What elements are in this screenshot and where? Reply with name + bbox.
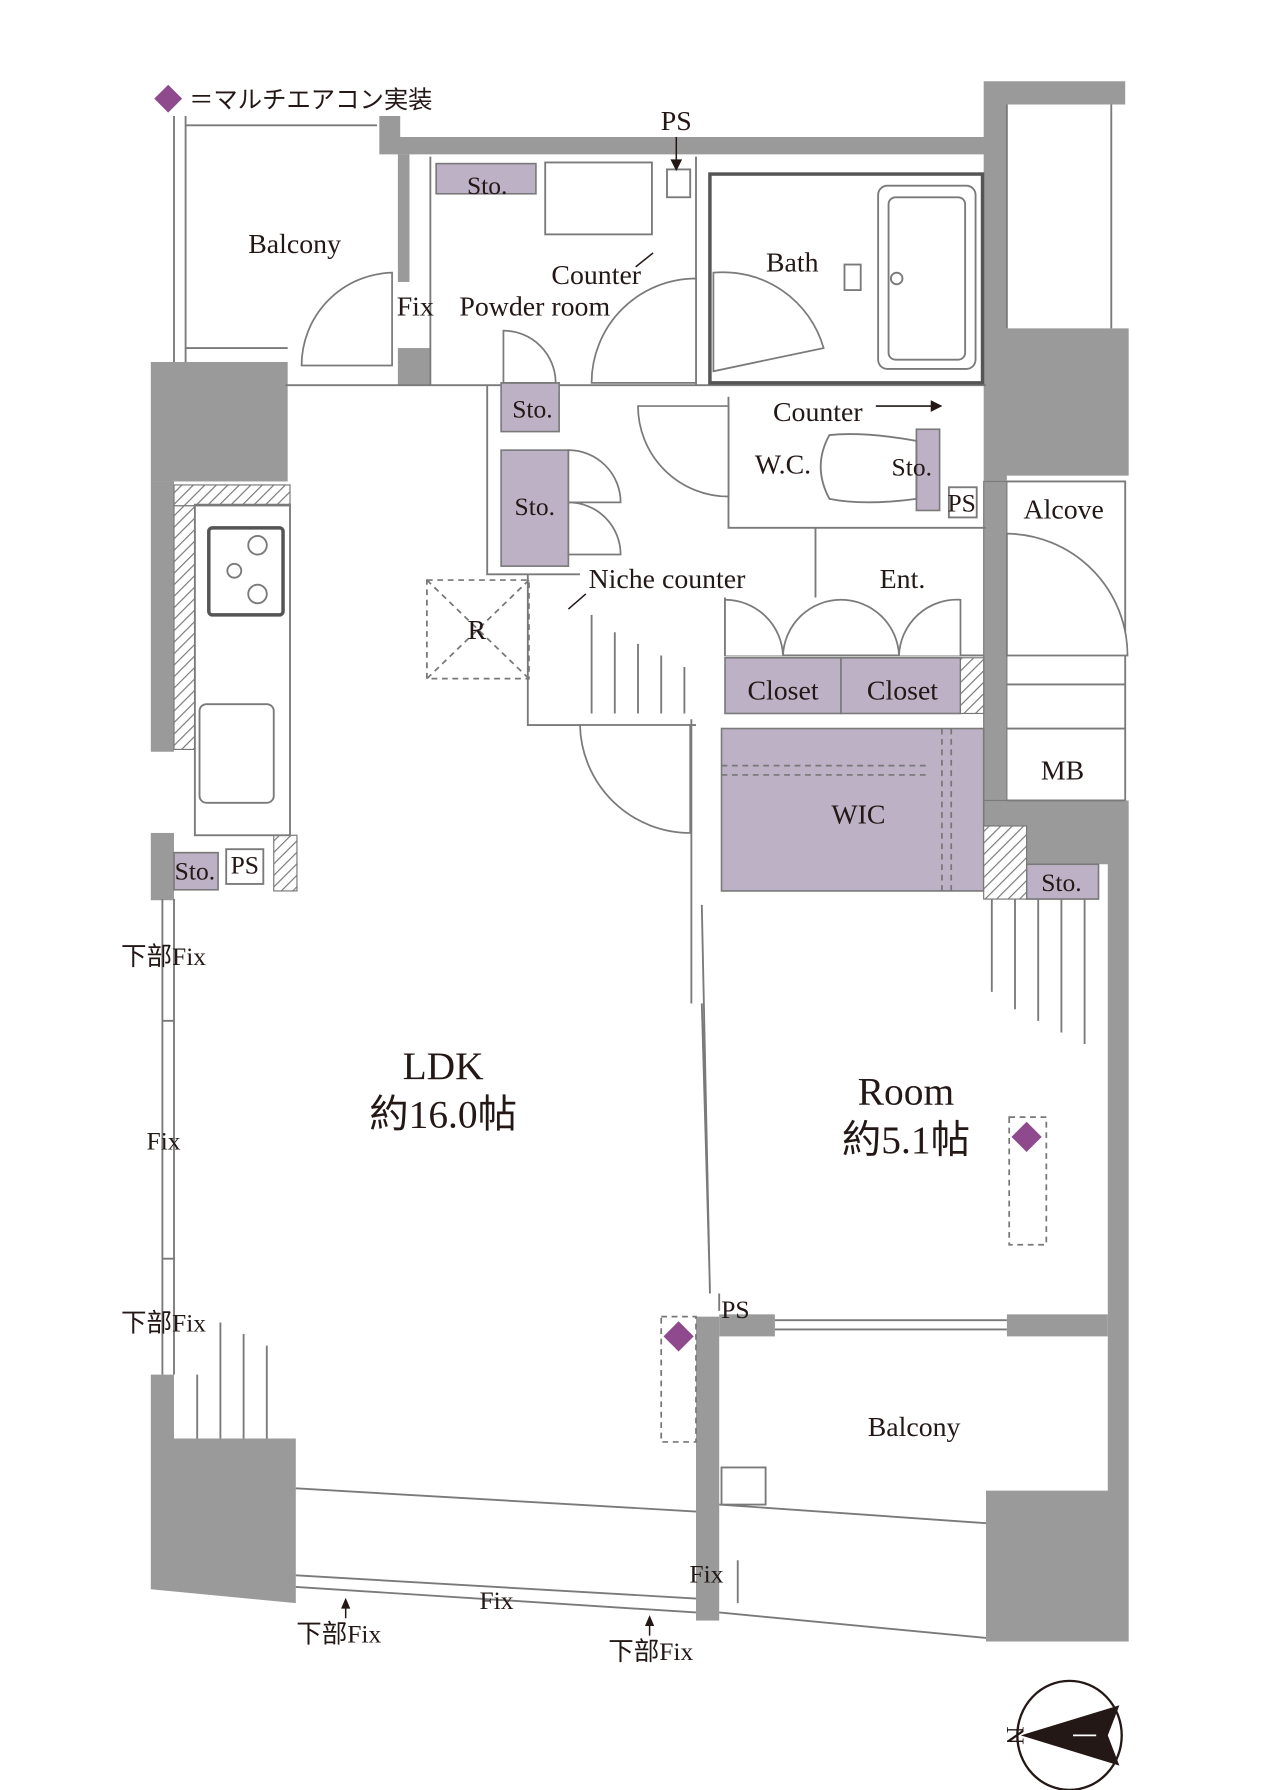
label-sto-wc: Sto. — [892, 453, 932, 482]
label-sto-hall2: Sto. — [515, 492, 555, 521]
label-lower-fix-left2: 下部Fix — [121, 1309, 206, 1338]
doors — [300, 271, 1129, 834]
refrigerator-space — [426, 579, 530, 680]
label-sto-powder: Sto. — [467, 171, 507, 200]
toilet-icon — [819, 433, 918, 504]
walls — [150, 81, 1129, 1642]
diamond-icon — [663, 1321, 694, 1352]
label-mb: MB — [1041, 756, 1084, 787]
compass: N — [1001, 1679, 1123, 1790]
label-alcove: Alcove — [1024, 495, 1104, 526]
label-lower-fix-bottom2: 下部Fix — [608, 1637, 693, 1666]
sink-icon — [198, 703, 275, 804]
label-ps-kitchen: PS — [231, 851, 259, 880]
kitchen-counter — [193, 503, 291, 837]
label-ps-top: PS — [661, 106, 692, 137]
bathtub — [877, 184, 977, 370]
label-counter-powder: Counter — [551, 260, 641, 291]
label-room-size: 約5.1帖 — [842, 1118, 970, 1162]
label-lower-fix-left1: 下部Fix — [121, 942, 206, 971]
label-ps-balcony: PS — [721, 1295, 749, 1324]
washbasin — [544, 161, 653, 236]
label-wc: W.C. — [755, 449, 811, 480]
label-lower-fix-bottom1: 下部Fix — [296, 1620, 381, 1649]
label-ldk: LDK — [403, 1044, 485, 1088]
label-sto-hall1: Sto. — [512, 395, 552, 424]
label-fix-powder: Fix — [397, 292, 434, 323]
label-counter-wc: Counter — [773, 397, 863, 428]
label-ldk-size: 約16.0帖 — [369, 1093, 517, 1137]
label-bath: Bath — [766, 248, 819, 279]
diamond-icon — [1011, 1121, 1042, 1152]
label-refrigerator: R — [467, 615, 486, 646]
label-sto-kitchen: Sto. — [175, 856, 215, 885]
label-entrance: Ent. — [880, 564, 926, 595]
label-balcony-south: Balcony — [868, 1412, 961, 1443]
legend: ＝マルチエアコン実装 — [154, 84, 433, 114]
label-room: Room — [858, 1069, 955, 1113]
storage-areas — [173, 162, 1100, 900]
north-arrow-icon — [1020, 1705, 1120, 1766]
label-closet1: Closet — [747, 676, 818, 707]
bathtub-room — [708, 172, 985, 385]
arrows — [341, 136, 943, 1636]
stove-icon — [207, 526, 285, 617]
interior-lines — [161, 104, 1127, 1639]
label-fix-bottom: Fix — [479, 1586, 513, 1615]
label-fix-mid: Fix — [689, 1559, 723, 1588]
legend-text: ＝マルチエアコン実装 — [189, 85, 432, 114]
label-powder-room: Powder room — [459, 292, 610, 323]
label-ps-wc: PS — [947, 489, 975, 518]
label-closet2: Closet — [867, 676, 938, 707]
markers — [426, 579, 1048, 1443]
label-niche-counter: Niche counter — [589, 564, 747, 595]
room-labels: PS Sto. Balcony Counter Fix Powder room … — [121, 106, 1104, 1666]
label-balcony-north: Balcony — [248, 229, 341, 260]
label-north: N — [1001, 1726, 1030, 1744]
label-fix-left: Fix — [147, 1127, 181, 1156]
label-wic: WIC — [831, 800, 885, 831]
label-sto-room: Sto. — [1041, 868, 1081, 897]
fixtures — [193, 161, 985, 837]
diamond-icon — [154, 84, 183, 113]
